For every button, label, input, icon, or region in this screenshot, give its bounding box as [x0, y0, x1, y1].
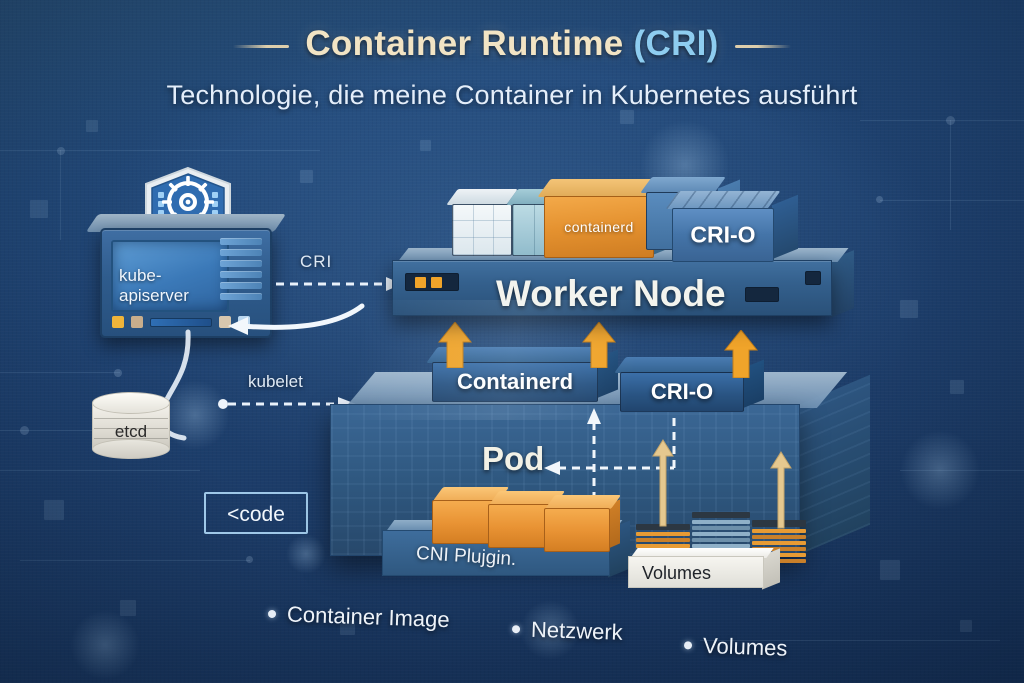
etcd-database: etcd — [92, 392, 170, 459]
bullet-dot-icon — [511, 625, 521, 634]
containerd-container-label: containerd — [564, 219, 634, 235]
pod-container-box-3 — [544, 495, 622, 552]
crio-runtime-block: CRI-O — [614, 357, 764, 412]
footer-bullet-netzwerk: Netzwerk — [511, 616, 624, 646]
title-main: Container Runtime — [305, 24, 624, 63]
title-accent: (CRI) — [633, 24, 719, 63]
containerd-runtime-label: Containerd — [456, 369, 574, 394]
crio-runtime-label: CRI-O — [650, 379, 714, 404]
apiserver-label: kube-apiserver — [119, 266, 189, 305]
title-rule-right — [735, 44, 792, 48]
bullet-dot-icon — [267, 609, 277, 619]
cri-connection-label: CRI — [300, 252, 333, 271]
title-rule-left — [232, 44, 289, 48]
volumes-label: Volumes — [642, 563, 712, 583]
server-rack-slots — [220, 238, 262, 314]
page-subtitle: Technologie, die meine Container in Kube… — [166, 80, 858, 110]
etcd-label: etcd — [114, 422, 148, 441]
footer-bullet-volumes: Volumes — [683, 632, 788, 662]
volumes-platform: Volumes — [628, 548, 788, 590]
page-title: Container Runtime (CRI) — [0, 24, 1024, 64]
footer-bullet-container-image: Container Image — [267, 601, 451, 633]
cri-o-container: CRI-O — [665, 191, 798, 262]
cri-dashed-arrow — [276, 277, 402, 291]
containerd-container: containerd — [537, 179, 678, 258]
server-indicator-lights — [112, 316, 250, 328]
cri-o-container-label: CRI-O — [690, 221, 756, 248]
footer-bullet-label: Container Image — [286, 601, 451, 633]
uplink-arrow-2 — [582, 322, 616, 368]
footer-bullet-label: Volumes — [702, 632, 788, 661]
server-screen: kube-apiserver — [111, 240, 229, 312]
kubelet-connection-label: kubelet — [248, 372, 303, 391]
worker-node-slab: Worker Node — [392, 248, 854, 320]
code-box-label: <code — [227, 503, 285, 526]
uplink-arrow-3 — [724, 330, 758, 378]
containerd-runtime-block: Containerd — [426, 347, 618, 402]
code-placeholder-box: <code — [204, 492, 308, 534]
footer-bullet-label: Netzwerk — [530, 616, 624, 645]
volume-arrow-1 — [652, 439, 674, 527]
bullet-dot-icon — [683, 641, 693, 650]
cri-return-arrow — [228, 303, 365, 335]
generic-container-white — [446, 189, 532, 256]
volume-arrow-2 — [770, 451, 792, 529]
worker-node-label: Worker Node — [496, 273, 726, 314]
uplink-arrow-1 — [438, 322, 472, 368]
pod-label: Pod — [482, 440, 545, 477]
